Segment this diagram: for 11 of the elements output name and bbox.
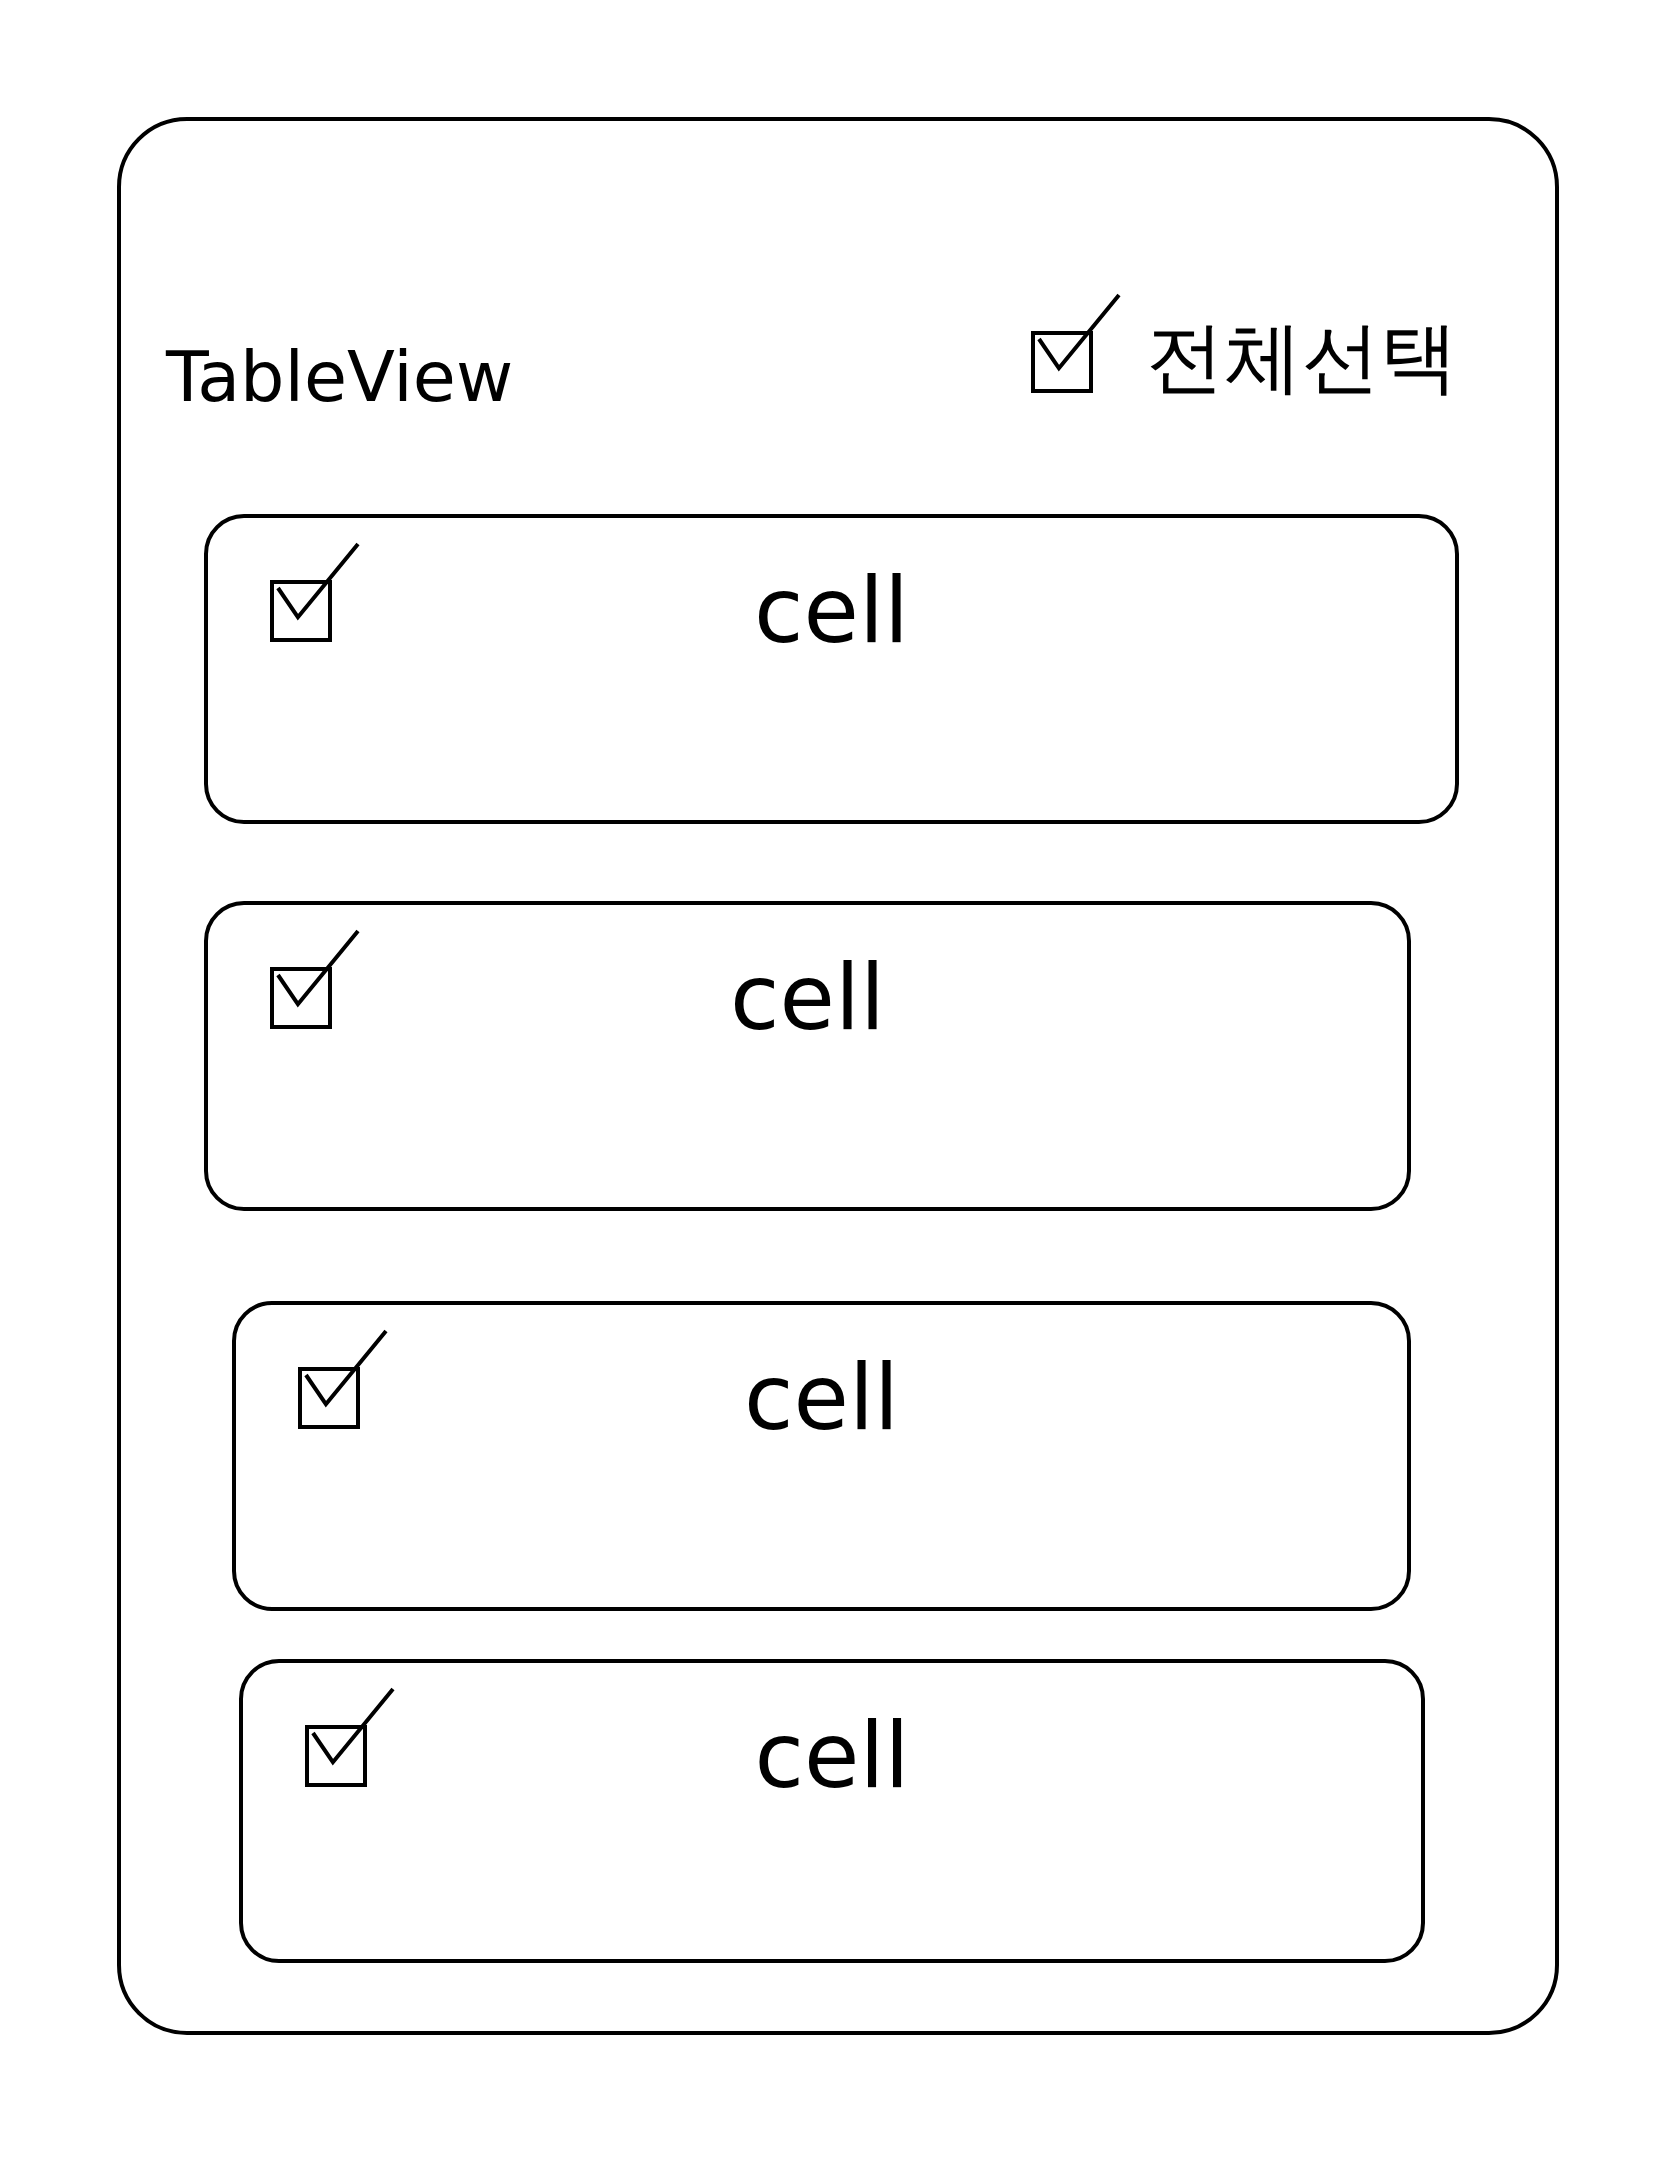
table-cell	[204, 901, 1411, 1211]
table-title: TableView	[166, 336, 514, 418]
table-cell	[239, 1659, 1425, 1963]
cell-label: cell	[744, 1345, 899, 1450]
cell-label: cell	[730, 945, 885, 1050]
table-frame	[117, 117, 1559, 2035]
table-cell	[232, 1301, 1411, 1611]
cell-label: cell	[754, 1703, 910, 1808]
cell-label: cell	[754, 558, 909, 663]
table-cell	[204, 514, 1459, 824]
select-all-label: 전체선택	[1146, 311, 1458, 404]
